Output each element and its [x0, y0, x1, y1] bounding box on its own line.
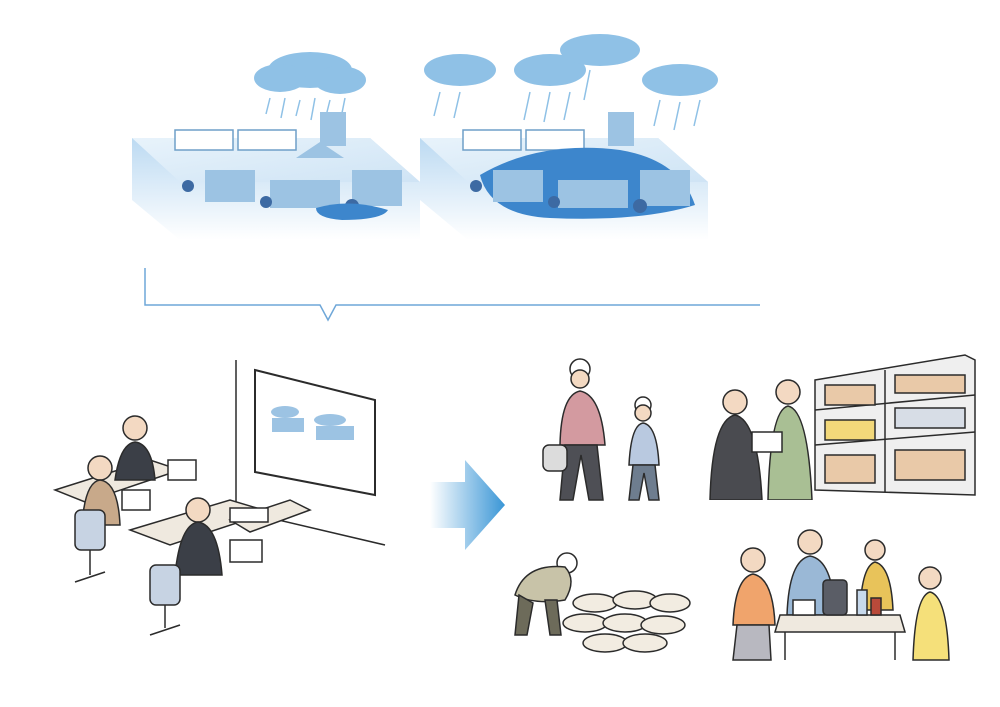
heavy-rain-flood-town-icon	[420, 34, 718, 240]
planning-meeting-icon	[52, 360, 386, 636]
family-emergency-kit-icon	[732, 529, 950, 661]
flood-scenarios	[132, 34, 760, 322]
stockpile-check-icon	[709, 354, 976, 500]
light-rain-town-icon	[132, 52, 420, 240]
bracket-connector	[144, 268, 760, 322]
evacuation-walk-icon	[542, 358, 660, 501]
sandbag-placement-icon	[514, 552, 691, 653]
right-arrow-icon	[430, 460, 505, 550]
